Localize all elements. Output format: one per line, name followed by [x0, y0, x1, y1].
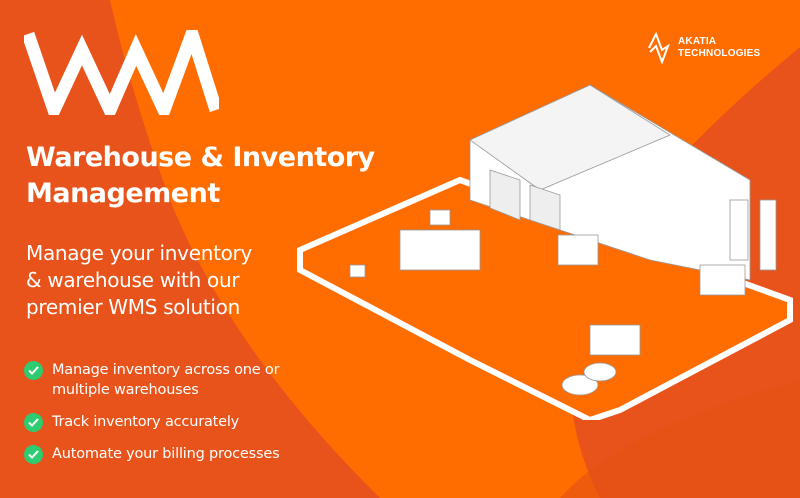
feature-item: Track inventory accurately — [24, 412, 279, 432]
title-line2: Management — [26, 178, 220, 209]
brand-line2: TECHNOLOGIES — [678, 48, 761, 59]
brand-line1: AKATIA — [678, 36, 717, 47]
title-line1: Warehouse & Inventory — [26, 142, 375, 173]
feature-text: Manage inventory across one or — [52, 362, 280, 378]
feature-item: Automate your billing processes — [24, 444, 280, 464]
sub-line2: & warehouse with our — [26, 268, 240, 292]
subheadline: Manage your inventory & warehouse with o… — [26, 240, 252, 321]
feature-list: Manage inventory across one or multiple w… — [24, 360, 280, 476]
wam-logo — [24, 30, 219, 115]
feature-text: Automate your billing processes — [52, 446, 280, 462]
feature-text: multiple warehouses — [52, 382, 199, 398]
check-circle-icon — [24, 413, 43, 432]
akatia-logo-icon — [648, 32, 671, 64]
check-circle-icon — [24, 445, 43, 464]
feature-text: Track inventory accurately — [52, 414, 240, 430]
sub-line3: premier WMS solution — [26, 295, 240, 319]
feature-item: Manage inventory across one or multiple w… — [24, 360, 280, 400]
check-circle-icon — [24, 361, 43, 380]
sub-line1: Manage your inventory — [26, 241, 253, 265]
warehouse-illustration — [297, 84, 793, 420]
